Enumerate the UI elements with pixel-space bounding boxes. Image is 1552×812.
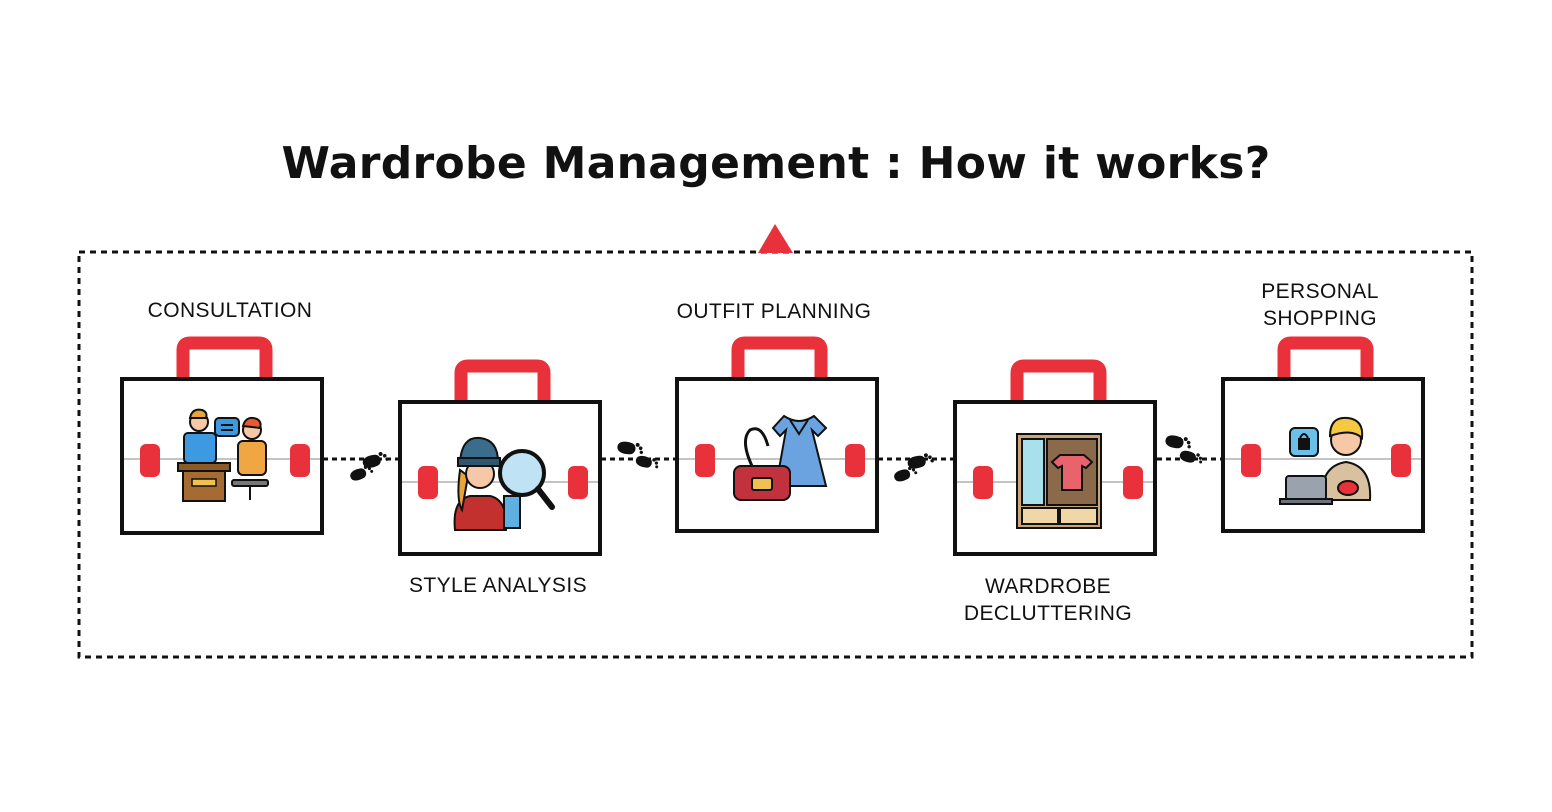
step-label-line: CONSULTATION: [147, 299, 313, 322]
step-bag-consultation: [120, 336, 324, 535]
step-label-style-analysis: STYLE ANALYSIS: [368, 572, 628, 599]
wardrobe-icon: [1016, 433, 1102, 529]
outfit-planning-icon: [733, 414, 828, 501]
footprints-icon: [1164, 433, 1205, 467]
footprints-icon: [616, 439, 661, 471]
step-label-line: STYLE ANALYSIS: [409, 574, 587, 597]
step-label-wardrobe-decluttering: WARDROBE DECLUTTERING: [918, 573, 1178, 627]
step-label-line: DECLUTTERING: [963, 602, 1133, 625]
step-bag-wardrobe-decluttering: [953, 359, 1157, 556]
step-bag-style-analysis: [398, 359, 602, 556]
step-label-line: OUTFIT PLANNING: [676, 300, 872, 323]
style-analysis-icon: [453, 436, 555, 531]
step-label-personal-shopping: PERSONAL SHOPPING: [1190, 278, 1450, 332]
footprints-icon: [892, 451, 935, 484]
page-title: Wardrobe Management : How it works?: [281, 138, 1271, 189]
step-label-line: PERSONAL: [1261, 280, 1379, 303]
step-label-line: SHOPPING: [1262, 307, 1378, 330]
triangle-arrow-icon: [758, 224, 793, 253]
step-label-consultation: CONSULTATION: [100, 297, 360, 324]
consultation-icon: [177, 408, 269, 502]
footprints-icon: [348, 450, 390, 483]
step-bag-personal-shopping: [1221, 336, 1425, 533]
step-bag-outfit-planning: [675, 336, 879, 533]
personal-shopping-icon: [1279, 416, 1372, 505]
step-label-line: WARDROBE: [984, 575, 1112, 598]
step-label-outfit-planning: OUTFIT PLANNING: [644, 298, 904, 325]
